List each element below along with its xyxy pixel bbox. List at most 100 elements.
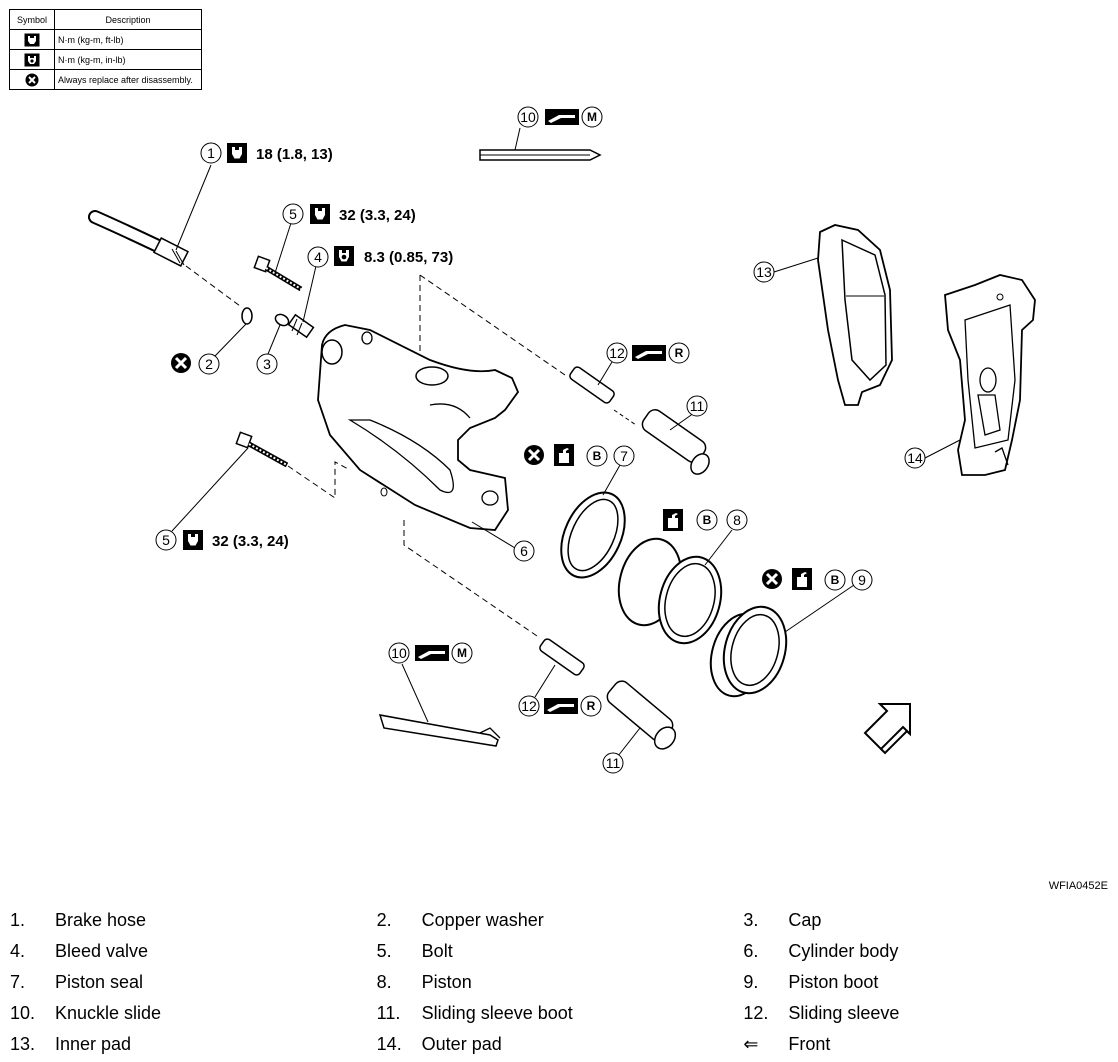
torque-icon [183, 530, 203, 550]
cylinder-body [317, 324, 520, 531]
callout-5-lower: 5 [155, 529, 177, 551]
brake-hose [88, 210, 190, 267]
svg-text:12: 12 [609, 345, 625, 361]
legend-description: Always replace after disassembly. [54, 69, 202, 90]
svg-text:4: 4 [314, 249, 322, 265]
part-item: 10.Knuckle slide [10, 1003, 162, 1023]
callout-1: 1 [200, 142, 222, 164]
part-item: 4.Bleed valve [10, 941, 149, 961]
part-item: 9.Piston boot [743, 972, 879, 992]
callout-10-top: 10 [517, 106, 539, 128]
parts-row: 1.Brake hose 2.Copper washer 3.Cap [10, 905, 1110, 936]
svg-text:5: 5 [289, 206, 297, 222]
svg-text:8: 8 [733, 512, 741, 528]
badge-b-7: B [586, 445, 608, 467]
part-item: 14.Outer pad [376, 1034, 502, 1054]
callout-10-lower: 10 [388, 642, 410, 664]
piston-boot [709, 605, 788, 698]
badge-r-upper: R [668, 342, 690, 364]
svg-text:10: 10 [520, 109, 536, 125]
legend-row: Always replace after disassembly. [9, 69, 202, 90]
svg-text:B: B [831, 573, 840, 587]
svg-text:7: 7 [620, 448, 628, 464]
replace-icon [760, 567, 784, 591]
grease-icon [415, 645, 449, 661]
parts-list: 1.Brake hose 2.Copper washer 3.Cap 4.Ble… [10, 905, 1110, 1060]
brake-caliper-exploded-diagram: 1 18 (1.8, 13) 2 3 4 8.3 (0.85, 73) 5 32… [88, 106, 1036, 774]
replace-icon [25, 73, 39, 86]
torque-value-5-upper: 32 (3.3, 24) [339, 207, 416, 224]
torque-value-1: 18 (1.8, 13) [256, 146, 333, 163]
knuckle-slide-lower [378, 714, 501, 747]
copper-washer [241, 307, 253, 325]
bolt-upper [253, 255, 303, 292]
svg-text:11: 11 [690, 398, 705, 414]
part-item: 1.Brake hose [10, 910, 147, 930]
part-item: 12.Sliding sleeve [743, 1003, 900, 1023]
torque-inlb-icon [24, 53, 40, 66]
svg-text:9: 9 [858, 572, 866, 588]
parts-row: 13.Inner pad 14.Outer pad ⇐Front [10, 1029, 1110, 1060]
svg-text:R: R [587, 699, 596, 713]
piston [617, 537, 723, 645]
svg-text:3: 3 [263, 356, 271, 372]
callout-12-lower: 12 [518, 695, 540, 717]
figure-code: WFIA0452E [1048, 880, 1108, 892]
sliding-sleeve-boot-lower [606, 680, 677, 750]
svg-text:13: 13 [756, 264, 772, 280]
badge-m-lower: M [451, 642, 473, 664]
callout-6: 6 [513, 540, 535, 562]
callout-2: 2 [198, 353, 220, 375]
bolt-lower [235, 431, 289, 468]
svg-text:14: 14 [907, 450, 923, 466]
bleed-valve [287, 313, 315, 339]
torque-value-4: 8.3 (0.85, 73) [364, 249, 453, 266]
callout-8: 8 [726, 509, 748, 531]
knuckle-slide-top [479, 149, 602, 161]
part-item: ⇐Front [743, 1034, 831, 1054]
badge-b-9: B [824, 569, 846, 591]
callout-11-lower: 11 [602, 752, 624, 774]
callout-14: 14 [904, 447, 926, 469]
brake-fluid-icon [554, 444, 574, 466]
brake-fluid-icon [792, 568, 812, 590]
callout-5-upper: 5 [282, 203, 304, 225]
sliding-sleeve-lower [539, 638, 585, 676]
svg-text:11: 11 [606, 755, 621, 771]
callout-12-upper: 12 [606, 342, 628, 364]
front-direction-arrow [863, 703, 911, 755]
callout-9: 9 [851, 569, 873, 591]
legend-row: N·m (kg-m, in-lb) [9, 49, 202, 70]
part-item: 8.Piston [376, 972, 472, 992]
svg-text:B: B [593, 449, 602, 463]
replace-icon [522, 443, 546, 467]
part-item: 6.Cylinder body [743, 941, 899, 961]
part-item: 2.Copper washer [376, 910, 544, 930]
callout-7: 7 [613, 445, 635, 467]
torque-inlb-icon [334, 246, 354, 266]
torque-icon [227, 143, 247, 163]
svg-text:2: 2 [205, 356, 213, 372]
sliding-sleeve-upper [569, 366, 615, 404]
svg-text:M: M [457, 646, 467, 660]
brake-fluid-icon [663, 509, 683, 531]
svg-text:B: B [703, 513, 712, 527]
svg-text:1: 1 [207, 145, 215, 161]
sliding-sleeve-boot-upper [613, 409, 710, 475]
torque-ftlb-icon [24, 33, 40, 46]
inner-pad [817, 224, 893, 406]
replace-icon [169, 351, 193, 375]
svg-text:5: 5 [162, 532, 170, 548]
callout-3: 3 [256, 353, 278, 375]
svg-text:6: 6 [520, 543, 528, 559]
grease-icon [545, 109, 579, 125]
parts-row: 10.Knuckle slide 11.Sliding sleeve boot … [10, 998, 1110, 1029]
outer-pad [944, 274, 1036, 476]
part-item: 3.Cap [743, 910, 822, 930]
callout-4: 4 [307, 246, 329, 268]
part-item: 5.Bolt [376, 941, 453, 961]
svg-text:10: 10 [391, 645, 407, 661]
part-item: 13.Inner pad [10, 1034, 132, 1054]
piston-seal [560, 491, 626, 579]
part-item: 11.Sliding sleeve boot [376, 1003, 573, 1023]
